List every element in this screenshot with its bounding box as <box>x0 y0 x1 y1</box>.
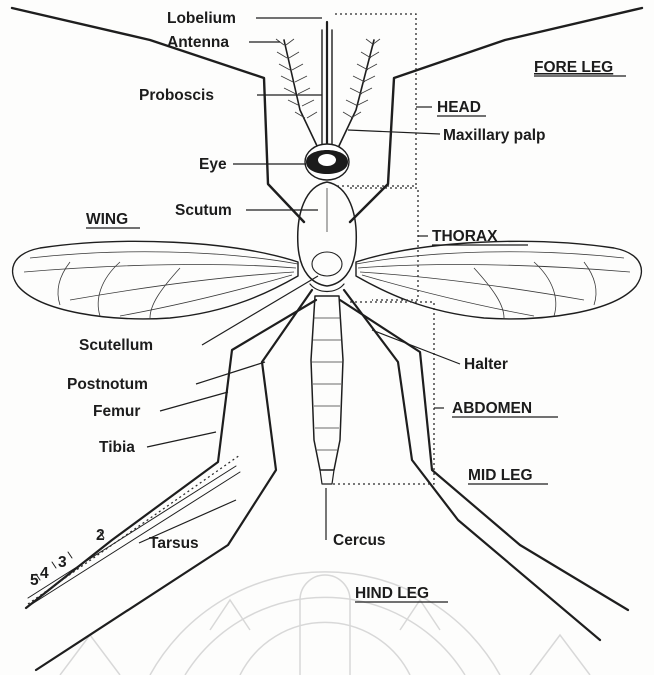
section-head: HEAD <box>437 99 481 116</box>
tarsus-segment-4: 4 <box>40 565 49 582</box>
tarsus-segment-2: 2 <box>96 527 105 544</box>
section-mid-leg: MID LEG <box>468 467 533 484</box>
label-cercus: Cercus <box>333 532 386 549</box>
label-proboscis: Proboscis <box>139 87 214 104</box>
section-hind-leg: HIND LEG <box>355 585 429 602</box>
watermark-emblem <box>60 572 590 675</box>
left-wing <box>13 241 298 318</box>
abdomen-shape <box>311 296 343 484</box>
eye-highlight <box>318 154 336 166</box>
section-abdomen: ABDOMEN <box>452 400 532 417</box>
section-fore-leg: FORE LEG <box>534 59 613 76</box>
right-wing <box>356 241 641 318</box>
section-wing: WING <box>86 211 128 228</box>
tarsus-segment-5: 5 <box>30 572 39 589</box>
label-halter: Halter <box>464 356 508 373</box>
label-lobelium: Lobelium <box>167 10 236 27</box>
thorax-shape <box>298 182 357 292</box>
label-postnotum: Postnotum <box>67 376 148 393</box>
label-scutellum: Scutellum <box>79 337 153 354</box>
label-maxillary-palp: Maxillary palp <box>443 127 546 144</box>
label-antenna: Antenna <box>167 34 229 51</box>
section-thorax: THORAX <box>432 228 498 245</box>
tarsus-scale <box>28 466 240 604</box>
label-tarsus: Tarsus <box>149 535 199 552</box>
label-femur: Femur <box>93 403 140 420</box>
section-brackets <box>28 14 434 604</box>
label-eye: Eye <box>199 156 227 173</box>
tarsus-segment-3: 3 <box>58 554 67 571</box>
label-scutum: Scutum <box>175 202 232 219</box>
label-tibia: Tibia <box>99 439 135 456</box>
